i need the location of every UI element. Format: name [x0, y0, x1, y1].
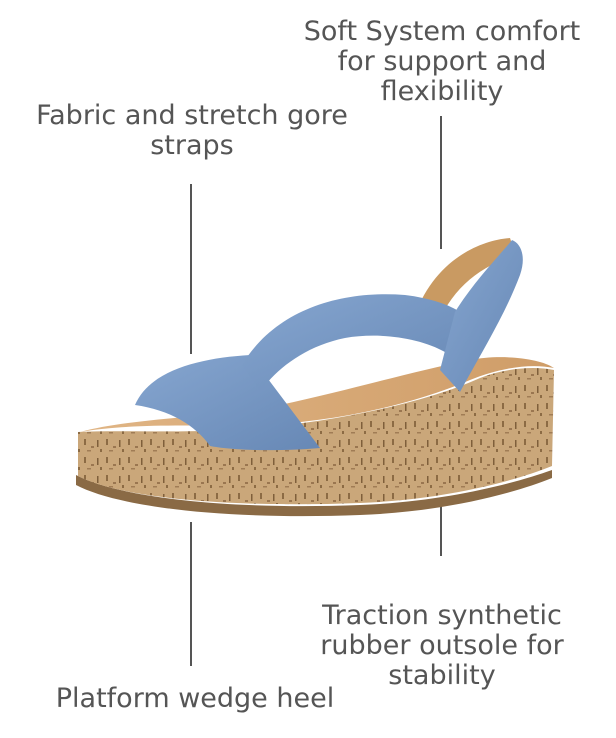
- heel-strap: [440, 240, 523, 392]
- leader-line-outsole: [440, 500, 442, 556]
- callout-wedge-heel: Platform wedge heel: [55, 683, 335, 714]
- toe-strap: [135, 355, 320, 451]
- callout-comfort-system: Soft System comfort for support and flex…: [303, 16, 581, 107]
- cross-strap: [242, 294, 460, 392]
- sandal-product-image: [76, 238, 554, 517]
- leader-line-comfort: [440, 116, 442, 249]
- insole: [80, 357, 554, 432]
- cork-wedge: [78, 367, 554, 505]
- callout-straps: Fabric and stretch gore straps: [36, 100, 348, 161]
- outsole-rim: [76, 470, 552, 517]
- leader-line-straps: [190, 184, 192, 354]
- callout-outsole: Traction synthetic rubber outsole for st…: [320, 600, 564, 691]
- leader-line-heel: [190, 522, 192, 666]
